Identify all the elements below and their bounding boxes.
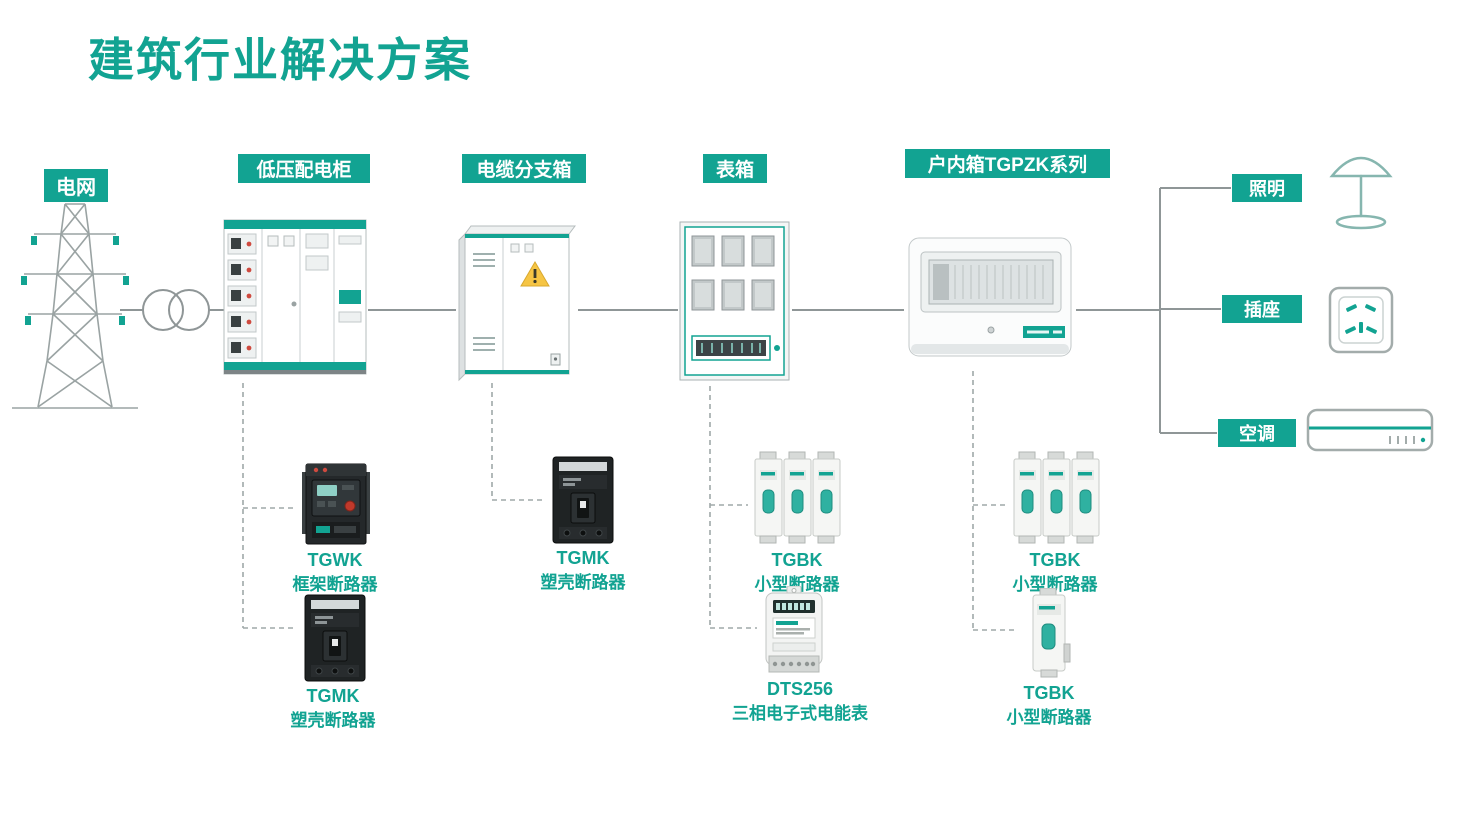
tgmk-molded-case-breaker-illustration (547, 454, 619, 546)
product-name: 塑壳断路器 (540, 572, 626, 592)
indoor-box-illustration (905, 228, 1077, 370)
product-name: 小型断路器 (1006, 707, 1092, 727)
lamp-icon (1322, 136, 1400, 234)
product-label-tgwk: TGWK 框架断路器 (265, 549, 405, 595)
tgmk-molded-case-breaker-illustration (299, 592, 371, 684)
product-model: TGMK (556, 548, 610, 568)
cable-branch-box-label-chip: 电缆分支箱 (462, 154, 586, 183)
product-label-tgbk-1: TGBK 小型断路器 (727, 549, 867, 595)
product-model: TGWK (307, 550, 363, 570)
product-name: 小型断路器 (1012, 574, 1098, 594)
air-conditioner-icon (1306, 406, 1434, 456)
product-model: TGBK (1029, 550, 1081, 570)
tgbk-mcb-3pole-illustration (1010, 450, 1102, 544)
indoor-box-label-chip: 户内箱TGPZK系列 (905, 149, 1110, 178)
solid-power-lines (120, 187, 1231, 434)
product-name: 框架断路器 (292, 574, 378, 594)
product-name: 三相电子式电能表 (732, 703, 868, 723)
tgbk-mcb-1pole-illustration (1020, 588, 1078, 678)
product-label-dts256: DTS256 三相电子式电能表 (721, 678, 879, 724)
meter-windows (691, 235, 775, 311)
meter-box-illustration (678, 220, 791, 385)
product-label-tgmk-1: TGMK 塑壳断路器 (263, 685, 403, 731)
product-model: TGBK (1023, 683, 1075, 703)
dts256-energy-meter-illustration (760, 586, 828, 678)
socket-icon (1328, 286, 1394, 354)
lighting-label-chip: 照明 (1232, 174, 1302, 202)
product-model: DTS256 (766, 679, 834, 699)
grid-label-chip: 电网 (44, 169, 108, 202)
product-name: 塑壳断路器 (290, 710, 376, 730)
tgbk-mcb-3pole-illustration (751, 450, 843, 544)
lv-cabinet-label-chip: 低压配电柜 (238, 154, 370, 183)
lv-cabinet-illustration (222, 212, 368, 382)
socket-label-chip: 插座 (1222, 295, 1302, 323)
transformer-icon (142, 289, 210, 331)
product-model: TGMK (306, 686, 360, 706)
tgwk-frame-breaker-illustration (300, 460, 372, 548)
insulator-marks (21, 236, 129, 325)
product-callout-dashed-lines (242, 371, 1017, 631)
warning-triangle-icon (520, 261, 550, 287)
meter-box-label-chip: 表箱 (703, 154, 767, 183)
product-name: 小型断路器 (754, 574, 840, 594)
product-label-tgbk-3: TGBK 小型断路器 (979, 682, 1119, 728)
ac-label-chip: 空调 (1218, 419, 1296, 447)
transmission-tower-illustration (12, 196, 138, 411)
page-title: 建筑行业解决方案 (88, 34, 472, 86)
brand-strip (1023, 326, 1065, 338)
product-model: TGBK (771, 550, 823, 570)
product-label-tgmk-2: TGMK 塑壳断路器 (513, 547, 653, 593)
product-label-tgbk-2: TGBK 小型断路器 (985, 549, 1125, 595)
cable-branch-box-illustration (455, 220, 577, 382)
